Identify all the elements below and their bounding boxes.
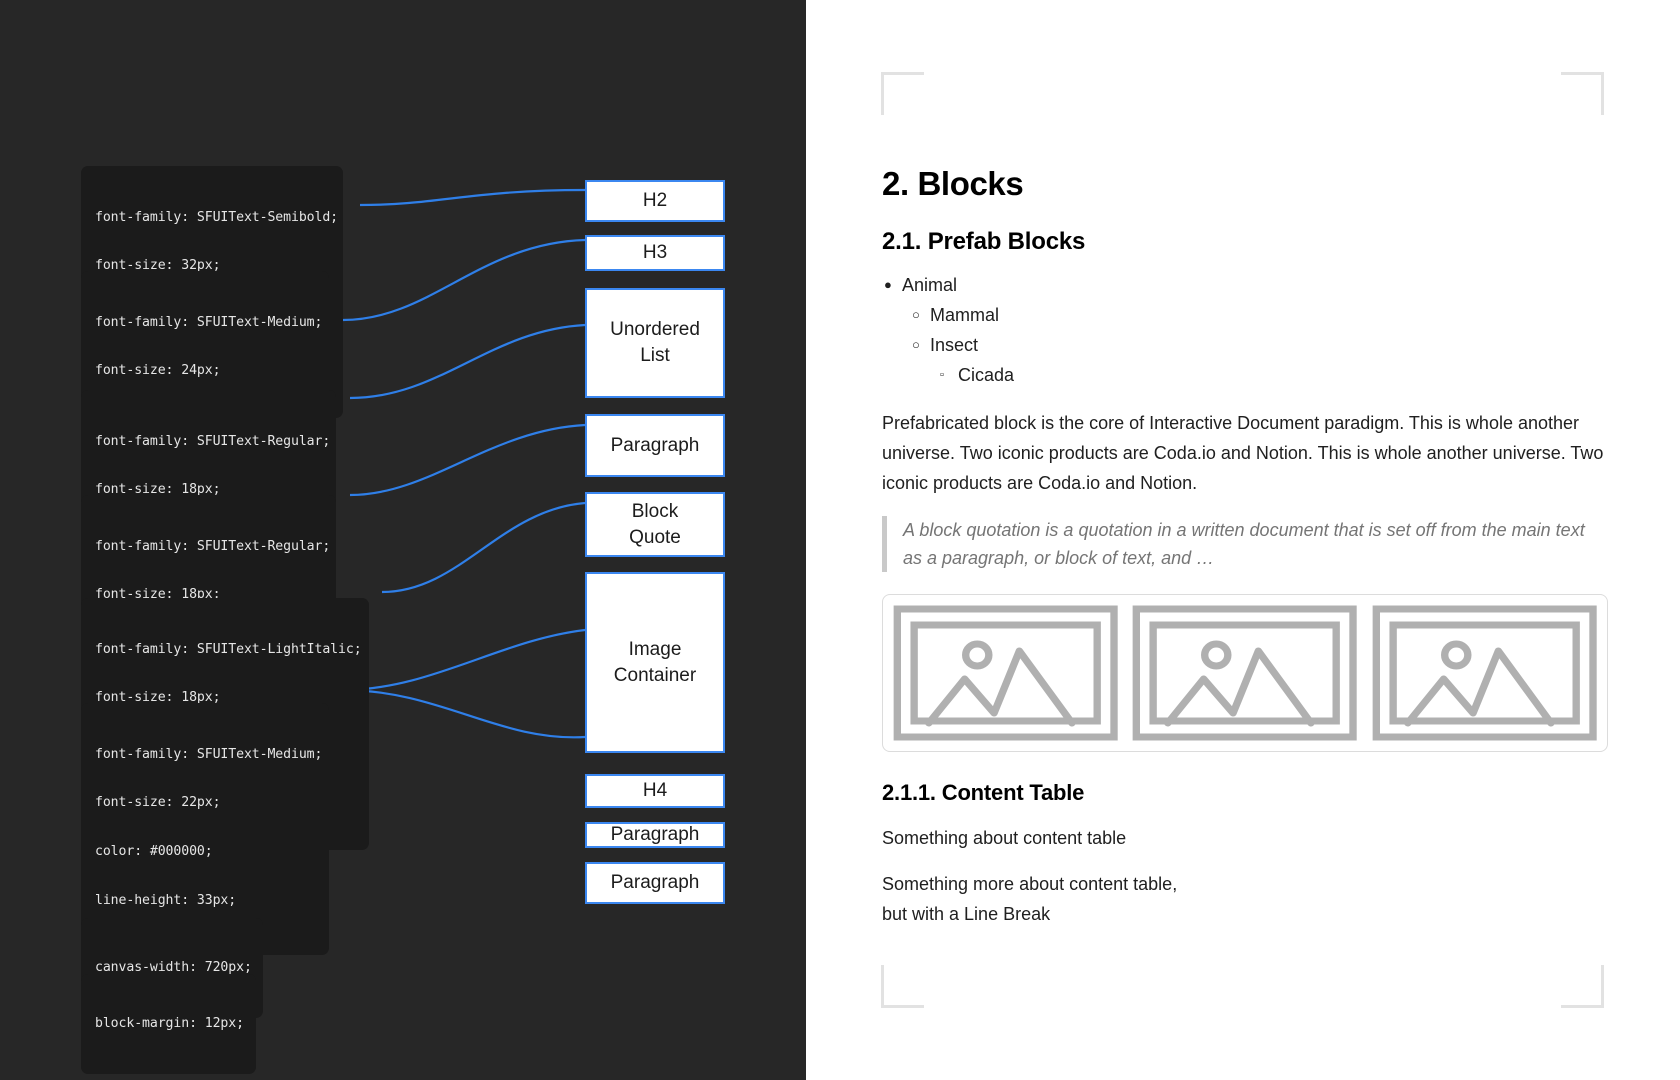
bullet-disc-icon: ● [884, 277, 892, 292]
list-item: ▫ Cicada [938, 360, 1608, 390]
block-chip-unordered-list[interactable]: Unordered List [585, 288, 725, 398]
crop-mark-bottom-right-icon [1561, 965, 1604, 1008]
body-paragraph: Prefabricated block is the core of Inter… [882, 413, 1604, 493]
spec-panel: font-family: SFUIText-Semibold; font-siz… [0, 0, 806, 1080]
block-chip-label: Image Container [613, 638, 697, 686]
list-item-label: Cicada [958, 365, 1015, 385]
code-line: font-family: SFUIText-LightItalic; [95, 641, 362, 657]
document-panel: 2. Blocks 2.1. Prefab Blocks ● Animal ○ … [806, 0, 1680, 1080]
code-line: font-family: SFUIText-Semibold; [95, 209, 339, 225]
connector-image [342, 628, 586, 692]
section-heading: 2.1. Prefab Blocks [882, 228, 1086, 255]
crop-mark-top-left-icon [881, 72, 924, 115]
image-placeholder-3[interactable] [1370, 603, 1599, 743]
block-chip-label: H4 [642, 780, 668, 801]
code-block-block-margin: block-margin: 12px; [81, 974, 256, 1075]
list-item-label: Insect [930, 335, 979, 355]
block-chip-label: Paragraph [610, 872, 700, 893]
page-title: 2. Blocks [882, 165, 1024, 202]
image-placeholder-icon [893, 605, 1118, 741]
bullet-circle-icon: ○ [912, 337, 920, 352]
list-item: ● Animal [882, 270, 1608, 300]
block-chip-paragraph-2[interactable]: Paragraph [585, 822, 725, 848]
block-chip-label: H3 [642, 242, 668, 263]
code-line: font-family: SFUIText-Medium; [95, 746, 323, 762]
code-line: font-size: 22px; [95, 795, 221, 811]
block-chip-image-container[interactable]: Image Container [585, 572, 725, 753]
subsection-heading: 2.1.1. Content Table [882, 780, 1085, 805]
paragraph-line-2: but with a Line Break [882, 904, 1051, 924]
content-table-paragraph-1: Something about content table [882, 828, 1127, 848]
block-chip-label: Paragraph [610, 434, 700, 456]
code-line: line-height: 33px; [95, 893, 237, 909]
image-placeholder-icon [1372, 605, 1597, 741]
block-chip-h2[interactable]: H2 [585, 180, 725, 222]
crop-mark-bottom-left-icon [881, 965, 924, 1008]
list-item-label: Mammal [930, 305, 1000, 325]
code-line: font-family: SFUIText-Regular; [95, 538, 331, 554]
code-line: font-size: 18px; [95, 690, 221, 706]
code-line: font-size: 32px; [95, 258, 221, 274]
connector-h3 [342, 238, 586, 322]
image-placeholder-2[interactable] [1130, 603, 1359, 743]
block-chip-label: Block Quote [629, 500, 681, 548]
list-item: ○ Mammal [910, 300, 1608, 330]
block-chip-h4[interactable]: H4 [585, 774, 725, 808]
code-line: block-margin: 12px; [95, 1015, 244, 1031]
connector-h2 [359, 188, 586, 207]
block-chip-block-quote[interactable]: Block Quote [585, 492, 725, 557]
content-table-paragraph-2: Something more about content table, but … [882, 869, 1608, 929]
bullet-circle-icon: ○ [912, 307, 920, 322]
block-chip-label: Paragraph [610, 824, 700, 845]
image-placeholder-1[interactable] [891, 603, 1120, 743]
connector-paragraph [349, 423, 586, 497]
list-item: ○ Insect [910, 330, 1608, 360]
image-placeholder-icon [1132, 605, 1358, 741]
document-content: 2. Blocks 2.1. Prefab Blocks ● Animal ○ … [882, 160, 1608, 945]
blockquote: A block quotation is a quotation in a wr… [882, 516, 1608, 572]
bullet-square-icon: ▫ [940, 369, 944, 381]
code-line: font-size: 24px; [95, 363, 221, 379]
code-line: color: #000000; [95, 844, 213, 860]
code-line: font-family: SFUIText-Medium; [95, 314, 323, 330]
crop-mark-top-right-icon [1561, 72, 1604, 115]
code-line: canvas-width: 720px; [95, 959, 252, 975]
code-line: font-size: 18px; [95, 482, 221, 498]
connector-blockquote [381, 501, 586, 594]
block-chip-paragraph-3[interactable]: Paragraph [585, 862, 725, 904]
image-container [882, 594, 1608, 752]
list-item-label: Animal [902, 275, 958, 295]
connector-h4 [342, 688, 586, 739]
block-chip-h3[interactable]: H3 [585, 235, 725, 271]
code-line: font-family: SFUIText-Regular; [95, 433, 331, 449]
block-chip-label: Unordered List [610, 319, 700, 366]
paragraph-line-1: Something more about content table, [882, 874, 1178, 894]
block-chip-paragraph-1[interactable]: Paragraph [585, 414, 725, 477]
unordered-list: ● Animal ○ Mammal ○ Insect ▫ Cicada [882, 270, 1608, 390]
code-block-h4-spec: font-family: SFUIText-Medium; font-size:… [81, 703, 329, 956]
block-chip-label: H2 [642, 190, 668, 211]
connector-list [349, 323, 586, 400]
